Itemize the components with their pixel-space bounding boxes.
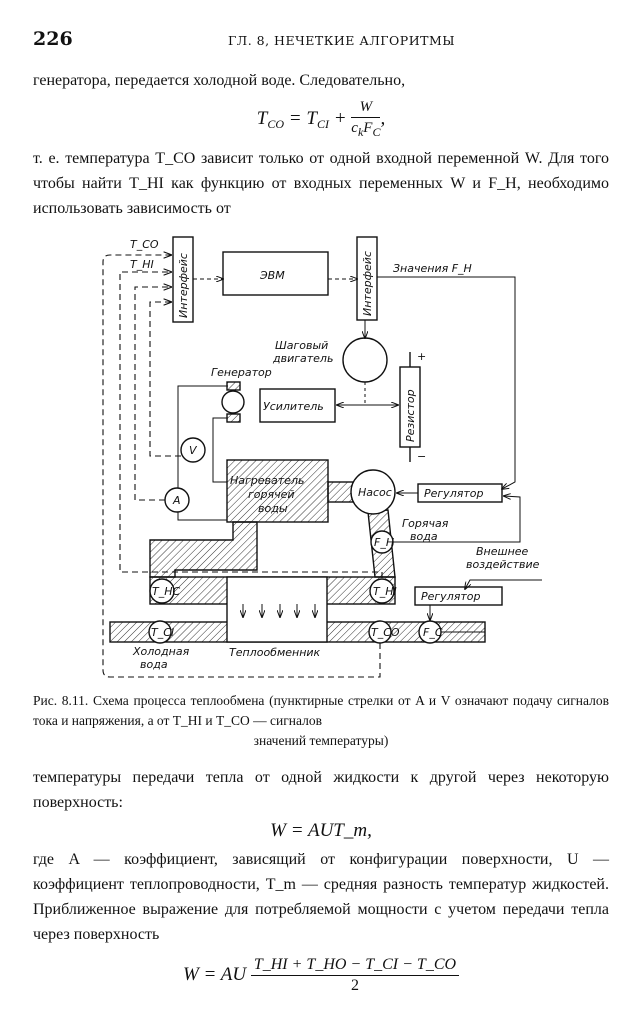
label-thc: T_HC <box>152 585 180 598</box>
running-head: ГЛ. 8, НЕЧЕТКИЕ АЛГОРИТМЫ <box>228 33 456 48</box>
f1-den-c: c <box>351 120 358 136</box>
formula-w-aut: W = AUT_m, <box>270 820 372 841</box>
heat-flow-arrows <box>243 604 315 617</box>
amplifier-box <box>259 388 336 423</box>
heat-exchanger-box <box>226 576 328 643</box>
label-heat-exchanger: Теплообменник <box>229 646 321 659</box>
sensor-tci <box>148 620 172 644</box>
label-ammeter: A <box>172 494 181 507</box>
sensor-thc <box>149 578 175 604</box>
page-header: 226 ГЛ. 8, НЕЧЕТКИЕ АЛГОРИТМЫ <box>33 28 609 52</box>
label-stepper-1: Шаговый <box>275 339 328 352</box>
label-tco-input: T_CO <box>130 238 159 251</box>
label-pump: Насос <box>358 486 392 499</box>
label-fc: F_C <box>423 626 443 639</box>
label-heater-1: Нагреватель <box>230 474 304 487</box>
label-hot-water-1: Горячая <box>402 517 449 530</box>
paragraph-4: где A — коэффициент, зависящий от конфиг… <box>33 851 609 943</box>
paragraph-3: температуры передачи тепла от одной жидк… <box>33 769 609 811</box>
f1-end: , <box>380 107 386 129</box>
label-interface-1: Интерфейс <box>177 253 190 318</box>
heater-box <box>226 459 329 523</box>
label-regulator-1: Регулятор <box>424 487 483 500</box>
paragraph-1: генератора, передается холодной воде. Сл… <box>33 72 406 89</box>
label-plus: + <box>417 350 426 363</box>
regulator-2-box <box>414 586 503 606</box>
label-thi-input: T_HI <box>130 258 154 271</box>
f3-num: T_HI + T_HO − T_CI − T_CO <box>250 955 460 976</box>
heat-exchange-diagram: T_CO T_HI Интерфейс ЭВМ Интерфейс Значен… <box>102 236 542 678</box>
page-number: 226 <box>33 28 73 50</box>
computer-box <box>222 251 329 296</box>
label-stepper-2: двигатель <box>272 352 333 365</box>
voltmeter <box>180 437 206 463</box>
f1-den-k: k <box>357 125 364 139</box>
sensor-thi <box>369 578 395 604</box>
label-fh: F_H <box>374 536 394 549</box>
label-regulator-2: Регулятор <box>421 590 480 603</box>
generator <box>221 390 245 414</box>
signal-wires <box>102 255 383 678</box>
label-minus: − <box>417 450 426 463</box>
f1-eq: = T <box>284 107 317 129</box>
f3-lhs: W = AU <box>182 963 251 985</box>
stepper-motor <box>342 337 388 383</box>
label-tci: T_CI <box>151 626 174 639</box>
f1-den-f: F <box>363 120 373 136</box>
f1-lhs-sub: CO <box>267 116 285 131</box>
label-external-1: Внешнее <box>476 545 529 558</box>
label-thi: T_HI <box>373 585 397 598</box>
label-cold-water-2: вода <box>140 658 168 671</box>
f1-plus: + <box>328 107 352 129</box>
heater-outlet-pipe <box>149 521 258 578</box>
label-hot-water-2: вода <box>410 530 438 543</box>
label-values-fh: Значения F_H <box>393 262 472 275</box>
label-generator: Генератор <box>211 366 272 379</box>
f1-tsub: CI <box>316 116 329 131</box>
pump-inlet-pipe <box>327 481 354 503</box>
label-resistor: Резистор <box>404 389 417 442</box>
pump <box>350 469 396 515</box>
label-external-2: воздействие <box>466 558 540 571</box>
label-heater-2: горячей <box>248 488 295 501</box>
f3-den: 2 <box>350 977 359 994</box>
label-tco-sensor: T_CO <box>371 626 400 639</box>
f1-num: W <box>351 97 381 118</box>
figure-caption: Рис. 8.11. Схема процесса теплообмена (п… <box>33 691 609 751</box>
label-amplifier: Усилитель <box>263 400 324 413</box>
f1-lhs: T <box>256 107 268 129</box>
label-voltmeter: V <box>189 444 198 457</box>
caption-last-line: значений температуры) <box>253 733 389 748</box>
label-cold-water-1: Холодная <box>132 645 190 658</box>
f1-den-c2: C <box>372 125 381 139</box>
caption-body: Рис. 8.11. Схема процесса теплообмена (п… <box>33 693 609 728</box>
label-computer: ЭВМ <box>259 269 285 282</box>
f1-den: ckFC <box>351 118 380 142</box>
label-interface-2: Интерфейс <box>361 251 374 316</box>
label-heater-3: воды <box>258 502 288 515</box>
paragraph-2: т. е. температура T_CO зависит только от… <box>33 150 609 217</box>
